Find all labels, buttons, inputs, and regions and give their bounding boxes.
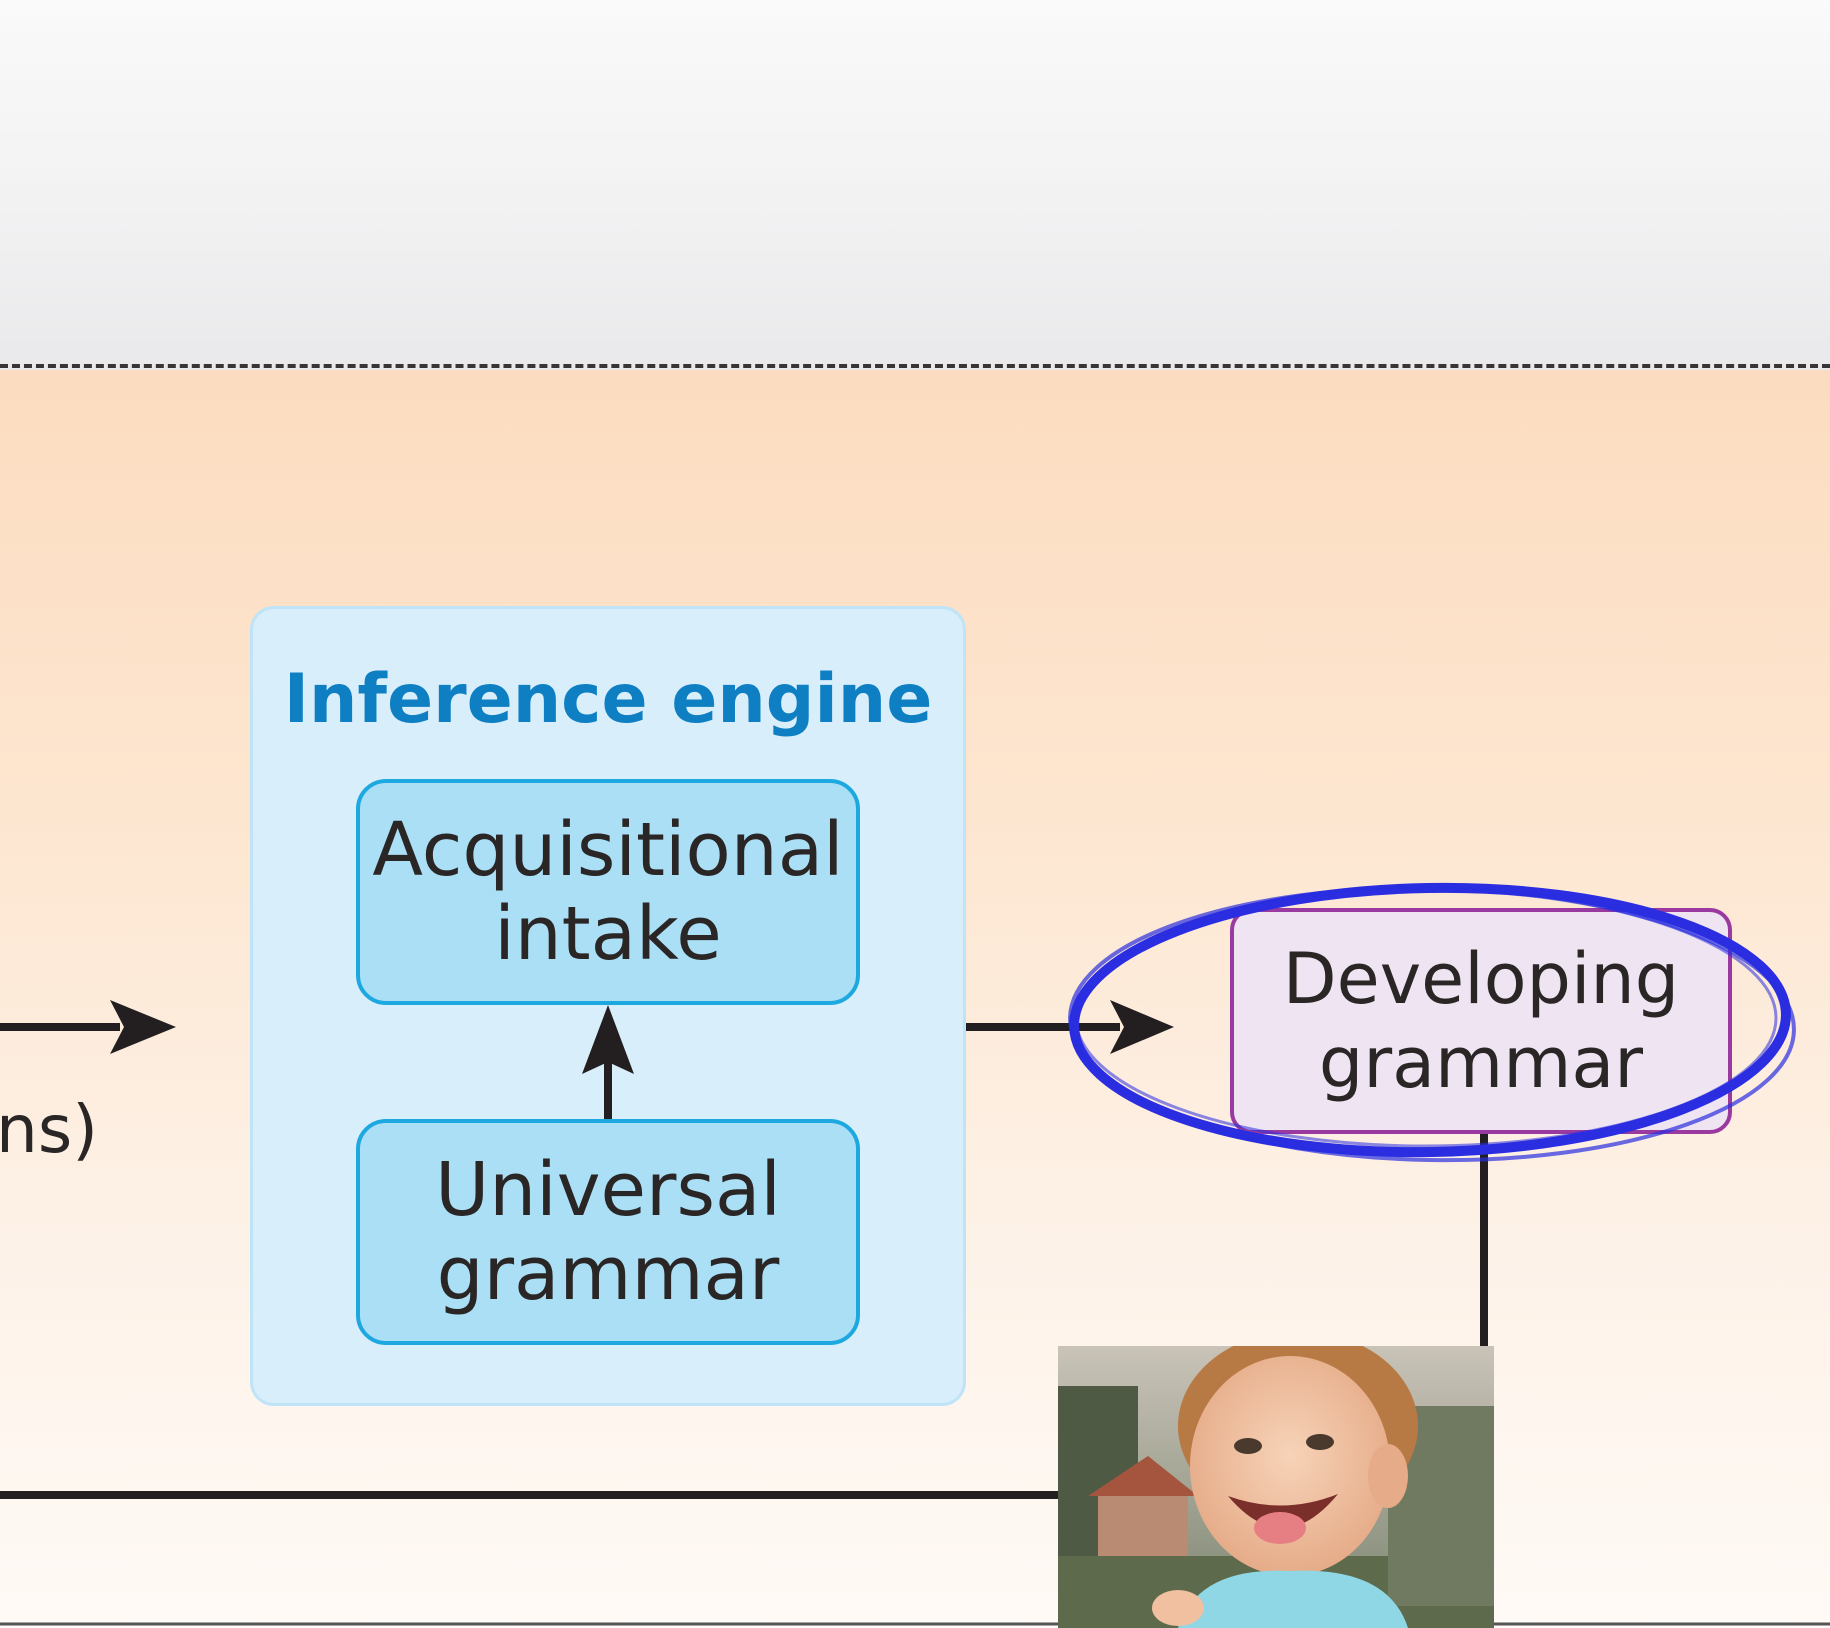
acquisitional-intake-line2: intake [494,891,722,977]
up-arrow [582,1005,634,1119]
universal-grammar-line1: Universal [435,1147,781,1233]
universal-grammar-box: Universal grammar [356,1119,860,1345]
inference-engine-title: Inference engine [283,660,933,739]
left-partial-label: ns) [0,1091,98,1168]
universal-grammar-line2: grammar [436,1231,780,1317]
developing-grammar-box: Developing grammar [1230,908,1732,1134]
dashed-divider [0,364,1830,368]
developing-grammar-line2: grammar [1318,1022,1644,1104]
acquisitional-intake-box: Acquisitional intake [356,779,860,1005]
developing-grammar-line1: Developing [1282,938,1680,1020]
child-photo [1058,1346,1494,1628]
acquisitional-intake-line1: Acquisitional [372,807,844,893]
engine-to-grammar-arrow [966,1000,1174,1054]
highlight-ellipse-icon [1068,882,1796,1163]
left-arrow [0,1000,176,1054]
upper-region [0,0,1830,370]
